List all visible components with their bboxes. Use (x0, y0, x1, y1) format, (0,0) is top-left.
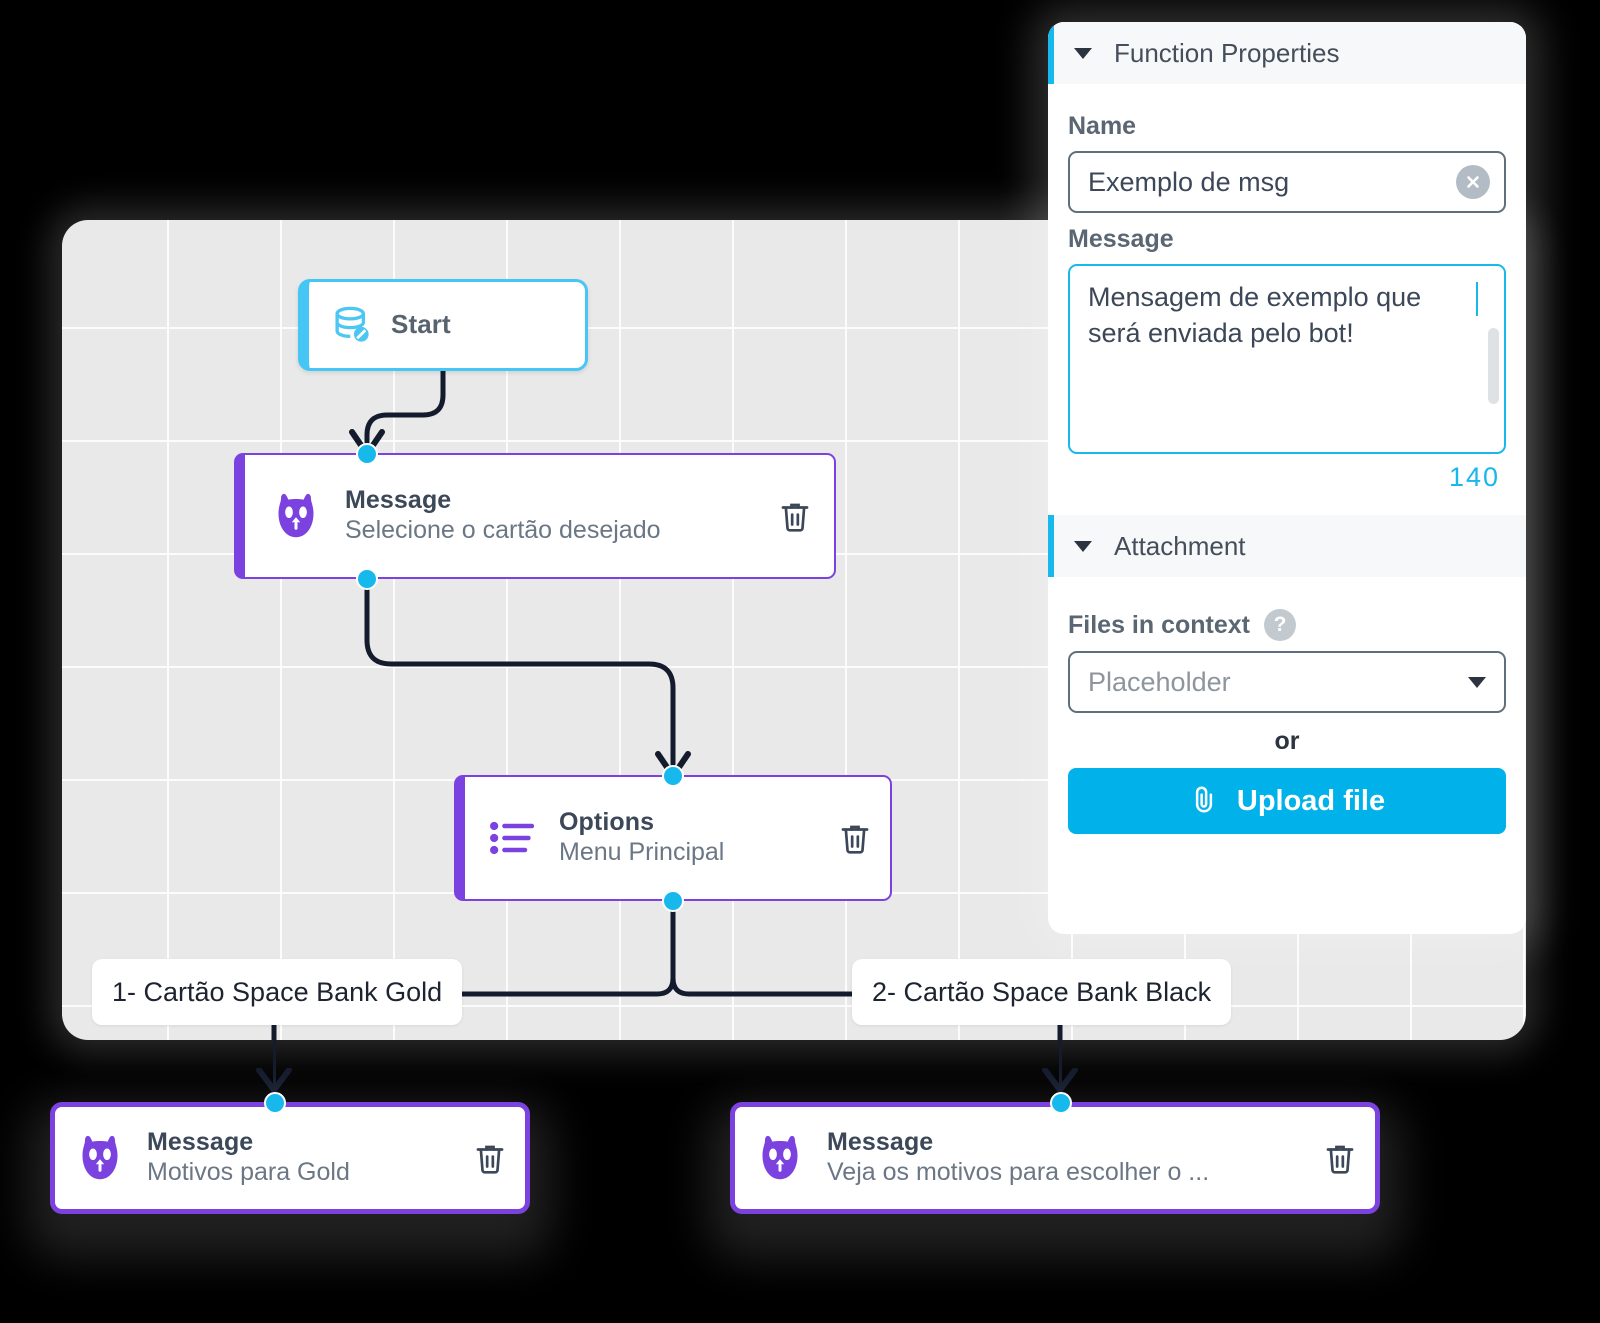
connector-dot-message2-in[interactable] (264, 1092, 286, 1114)
select-placeholder: Placeholder (1088, 666, 1231, 697)
node-message-motivos-gold[interactable]: Message Motivos para Gold (50, 1102, 530, 1214)
branch-label-1[interactable]: 1- Cartão Space Bank Gold (92, 959, 463, 1025)
message-textarea[interactable]: Mensagem de exemplo que será enviada pel… (1068, 264, 1506, 454)
clear-circle-icon[interactable] (1456, 165, 1490, 199)
upload-file-button[interactable]: Upload file (1068, 768, 1506, 834)
node-title: Message (345, 486, 452, 514)
owl-mascot-icon (273, 491, 319, 541)
attachment-body: Files in context ? Placeholder or Upload… (1048, 577, 1526, 834)
node-title: Message (827, 1128, 934, 1156)
node-subtitle: Menu Principal (559, 837, 725, 866)
owl-mascot-icon (77, 1133, 123, 1183)
node-title: Start (391, 309, 451, 340)
node-start[interactable]: Start (298, 279, 588, 371)
node-message-veja-motivos[interactable]: Message Veja os motivos para escolher o … (730, 1102, 1380, 1214)
help-icon[interactable]: ? (1263, 609, 1296, 641)
bullet-list-icon (489, 816, 537, 860)
connector-dot-options-out[interactable] (662, 890, 684, 912)
branch-label-2[interactable]: 2- Cartão Space Bank Black (852, 959, 1232, 1025)
section-title: Attachment (1114, 530, 1246, 561)
trash-icon[interactable] (778, 498, 812, 534)
node-subtitle: Selecione o cartão desejado (345, 515, 661, 544)
trash-icon[interactable] (473, 1140, 507, 1176)
function-properties-panel: Function Properties Name Exemplo de msg … (1048, 22, 1526, 934)
connector-dot-message1-in[interactable] (356, 443, 378, 465)
database-icon (331, 304, 373, 346)
trash-icon[interactable] (838, 820, 872, 856)
paperclip-icon (1189, 783, 1219, 820)
function-properties-body: Name Exemplo de msg Message Mensagem de … (1048, 84, 1526, 493)
text-cursor (1476, 282, 1478, 316)
files-in-context-label: Files in context (1068, 610, 1250, 639)
node-title: Options (559, 808, 655, 836)
connector-dot-message3-in[interactable] (1050, 1092, 1072, 1114)
node-subtitle: Veja os motivos para escolher o ... (827, 1157, 1210, 1186)
name-input[interactable]: Exemplo de msg (1068, 151, 1506, 213)
node-subtitle: Motivos para Gold (147, 1157, 350, 1186)
branch-label-text: 1- Cartão Space Bank Gold (112, 976, 443, 1007)
or-divider-label: or (1274, 727, 1300, 755)
connector-dot-message1-out[interactable] (356, 568, 378, 590)
edge-leg-left (273, 1040, 276, 1102)
section-header-attachment[interactable]: Attachment (1048, 515, 1526, 577)
files-in-context-select[interactable]: Placeholder (1068, 651, 1506, 713)
section-header-function-properties[interactable]: Function Properties (1048, 22, 1526, 84)
chevron-down-icon[interactable] (1468, 676, 1486, 688)
branch-label-text: 2- Cartão Space Bank Black (872, 976, 1212, 1007)
upload-file-label: Upload file (1236, 784, 1386, 817)
name-label: Name (1068, 112, 1137, 140)
character-counter: 140 (1448, 462, 1500, 492)
textarea-scrollbar[interactable] (1488, 328, 1499, 404)
files-in-context-row: Files in context ? (1068, 609, 1506, 641)
message-label: Message (1068, 225, 1174, 253)
owl-mascot-icon (757, 1133, 803, 1183)
node-options-menu-principal[interactable]: Options Menu Principal (454, 775, 892, 901)
trash-icon[interactable] (1323, 1140, 1357, 1176)
caret-down-icon[interactable] (1074, 540, 1092, 552)
message-textarea-value: Mensagem de exemplo que será enviada pel… (1088, 282, 1422, 348)
name-input-value: Exemplo de msg (1088, 166, 1290, 197)
connector-dot-options-in[interactable] (662, 765, 684, 787)
node-message-selecione[interactable]: Message Selecione o cartão desejado (234, 453, 836, 579)
caret-down-icon[interactable] (1074, 47, 1092, 59)
section-title: Function Properties (1114, 37, 1340, 68)
node-title: Message (147, 1128, 254, 1156)
edge-leg-right (1059, 1040, 1062, 1102)
